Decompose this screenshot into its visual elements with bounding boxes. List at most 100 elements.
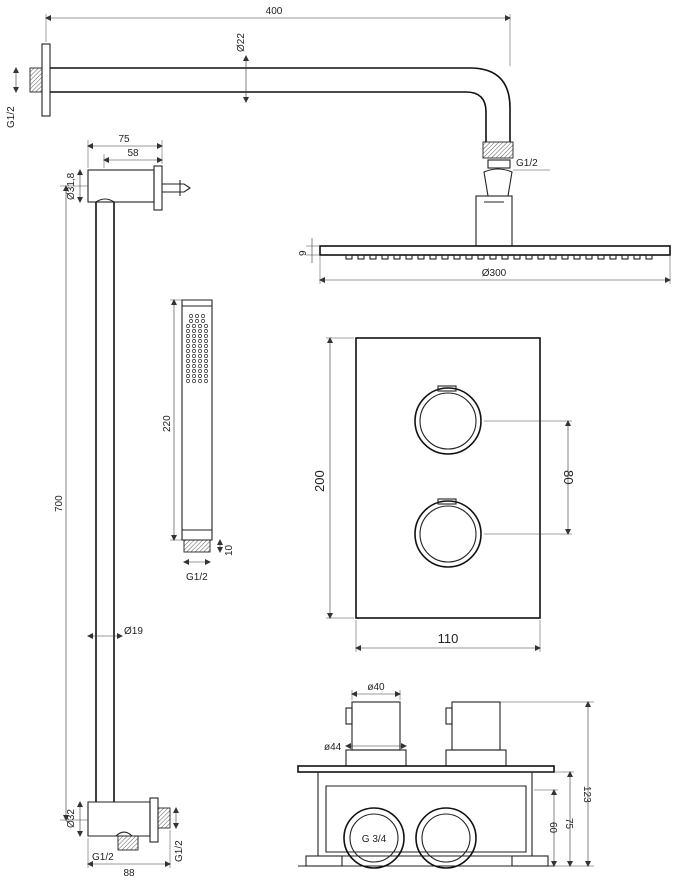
head-plate xyxy=(319,245,671,256)
side-left-knob-tab xyxy=(345,707,353,725)
head-nozzle xyxy=(585,254,593,260)
head-diameter-label: Ø300 xyxy=(482,268,507,279)
handshower-hole xyxy=(192,374,196,378)
side-left-collar xyxy=(345,749,407,767)
head-stem xyxy=(475,195,513,247)
head-nozzle xyxy=(369,254,377,260)
handshower-hole xyxy=(198,359,202,363)
handshower-hole xyxy=(186,359,190,363)
side-cover-plate xyxy=(297,765,555,773)
head-thickness-label: 9 xyxy=(298,250,309,256)
handshower-hole xyxy=(204,379,208,383)
arm-outlet-thread xyxy=(482,141,514,159)
head-nozzle xyxy=(393,254,401,260)
arm-diameter-label: Ø22 xyxy=(236,33,247,52)
handshower-spray-holes xyxy=(186,314,208,383)
handshower-hole xyxy=(186,364,190,368)
handshower-hole xyxy=(186,374,190,378)
handshower-connector-label: 10 xyxy=(224,544,235,556)
head-nozzle xyxy=(489,254,497,260)
side-box-inner xyxy=(325,785,527,853)
handshower-hole xyxy=(192,359,196,363)
hand-shower: 220 10 G1/2 xyxy=(162,299,235,583)
side-body-depth-label: 75 xyxy=(563,818,574,830)
handshower-connector xyxy=(183,539,211,553)
thermostat-knob-spacing-label: 80 xyxy=(561,470,576,484)
head-nozzles xyxy=(345,254,653,260)
head-nozzle xyxy=(645,254,653,260)
handshower-hole xyxy=(198,324,202,328)
arm-tube-outer xyxy=(50,67,511,142)
riser-bottom-thread xyxy=(117,835,139,851)
handshower-hole xyxy=(204,354,208,358)
riser-top-screw xyxy=(162,183,191,193)
thermostat-side-view: G 3/4 ø40 ø44 123 75 60 xyxy=(297,682,594,869)
handshower-hole xyxy=(198,374,202,378)
head-nozzle xyxy=(609,254,617,260)
handshower-hole xyxy=(186,324,190,328)
handshower-hole xyxy=(204,349,208,353)
handshower-hole xyxy=(192,354,196,358)
handshower-hole xyxy=(186,329,190,333)
arm-outlet-thread-label: G1/2 xyxy=(516,158,538,169)
head-ball-joint xyxy=(483,168,513,197)
thermostat-lower-knob-inner xyxy=(419,505,477,563)
side-box-left-foot xyxy=(305,855,343,867)
riser-bottom-diameter-label: Ø32 xyxy=(66,809,77,828)
handshower-hole xyxy=(195,319,199,323)
handshower-hole xyxy=(201,314,205,318)
shower-head: Ø300 9 xyxy=(298,159,671,284)
handshower-hole xyxy=(186,354,190,358)
side-box-body xyxy=(317,772,533,857)
riser-height-label: 700 xyxy=(54,495,65,512)
handshower-hole xyxy=(198,349,202,353)
handshower-hole xyxy=(192,364,196,368)
handshower-hole xyxy=(198,354,202,358)
head-nozzle xyxy=(429,254,437,260)
head-nozzle xyxy=(453,254,461,260)
handshower-hole xyxy=(204,359,208,363)
head-nozzle xyxy=(441,254,449,260)
thermostat-front-view: 200 110 80 xyxy=(312,337,576,652)
side-right-inlet-outer xyxy=(415,807,477,869)
head-nozzle xyxy=(513,254,521,260)
head-nozzle xyxy=(597,254,605,260)
handshower-hole xyxy=(198,329,202,333)
handshower-hole xyxy=(204,374,208,378)
head-nozzle xyxy=(465,254,473,260)
handshower-hole xyxy=(204,344,208,348)
head-nozzle xyxy=(537,254,545,260)
shower-arm: 400 Ø22 G1/2 G1/2 xyxy=(6,6,550,171)
riser-rail: 75 58 Ø31,8 700 Ø19 Ø32 G1/2 G1/2 88 xyxy=(54,134,191,879)
handshower-hole xyxy=(204,339,208,343)
arm-wall-thread-label: G1/2 xyxy=(6,106,17,128)
side-total-depth-label: 123 xyxy=(581,786,592,803)
handshower-thread-label: G1/2 xyxy=(186,572,208,583)
head-nozzle xyxy=(405,254,413,260)
head-nozzle xyxy=(477,254,485,260)
handshower-hole xyxy=(192,369,196,373)
thermostat-upper-knob-outer xyxy=(414,387,482,455)
handshower-hole xyxy=(189,319,193,323)
riser-top-width-label: 75 xyxy=(118,134,130,145)
side-right-inlet-inner xyxy=(421,813,471,863)
riser-top-wall-plate xyxy=(153,165,163,211)
handshower-hole xyxy=(198,369,202,373)
head-nozzle xyxy=(549,254,557,260)
side-knob-diameter-label: ø40 xyxy=(367,682,385,693)
riser-side-thread-label: G1/2 xyxy=(174,840,185,862)
handshower-hole xyxy=(186,369,190,373)
handshower-hole xyxy=(186,339,190,343)
riser-bottom-width-label: 88 xyxy=(123,868,135,879)
thermostat-height-label: 200 xyxy=(312,470,327,492)
handshower-hole xyxy=(186,334,190,338)
side-left-inlet-inner xyxy=(349,813,399,863)
side-collar-diameter-label: ø44 xyxy=(324,742,342,753)
handshower-length-label: 220 xyxy=(162,415,173,432)
head-nozzle xyxy=(501,254,509,260)
handshower-hole xyxy=(192,324,196,328)
thermostat-lower-knob-outer xyxy=(414,500,482,568)
handshower-hole xyxy=(204,324,208,328)
thermostat-width-label: 110 xyxy=(438,631,459,646)
head-nozzle xyxy=(345,254,353,260)
